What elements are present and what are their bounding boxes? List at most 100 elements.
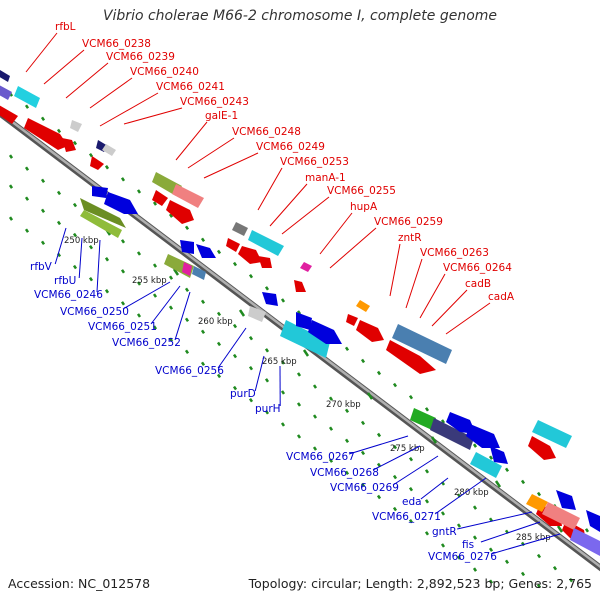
tick-dot — [394, 384, 396, 387]
reverse-gene-label: VCM66_0268 — [310, 467, 379, 479]
tick-dot — [298, 403, 300, 406]
tick-dot — [122, 270, 124, 273]
forward-gene-feature — [346, 314, 358, 326]
tick-dot — [42, 117, 44, 120]
tick-dot — [314, 447, 316, 450]
tick-dot — [186, 350, 188, 353]
tick-dot — [26, 105, 28, 108]
gene-block — [70, 120, 82, 132]
tick-dot — [362, 451, 364, 454]
reverse-leader-line — [255, 356, 264, 391]
tick-dot — [330, 427, 332, 430]
tick-dot — [202, 300, 204, 303]
forward-gene-feature — [294, 280, 306, 292]
tick-dot — [58, 221, 60, 224]
forward-leader-line — [44, 50, 84, 84]
forward-leader-line — [330, 228, 376, 268]
tick-dot — [474, 444, 476, 447]
tick-dot — [410, 396, 412, 399]
reverse-gene-label: VCM66_0250 — [60, 306, 129, 318]
tick-dot — [298, 435, 300, 438]
tick-dot — [218, 342, 220, 345]
tick-dot — [426, 532, 428, 535]
tick-dot — [106, 258, 108, 261]
tick-dot — [138, 190, 140, 193]
gene-block — [300, 262, 312, 272]
forward-gene-feature — [258, 256, 272, 268]
tick-dot — [282, 391, 284, 394]
gene-block — [0, 80, 12, 100]
map-title: Vibrio cholerae M66-2 chromosome I, comp… — [0, 8, 600, 24]
tick-dot — [506, 560, 508, 563]
tick-dot — [10, 185, 12, 188]
tick-dot — [522, 572, 524, 575]
forward-gene-feature — [90, 156, 104, 170]
forward-leader-line — [66, 63, 108, 98]
scale-tick-label: 265 kbp — [262, 357, 297, 367]
tick-dot — [90, 154, 92, 157]
forward-leader-line — [204, 153, 258, 178]
gene-block — [0, 70, 10, 82]
tick-dot — [266, 287, 268, 290]
scale-tick-label: 260 kbp — [198, 317, 233, 327]
tick-dot — [42, 241, 44, 244]
reverse-gene-label: purH — [255, 403, 281, 415]
scale-tick-mark — [304, 350, 308, 356]
forward-leader-line — [446, 303, 490, 334]
tick-dot — [282, 423, 284, 426]
tick-dot — [170, 306, 172, 309]
reverse-gene-label: eda — [402, 496, 422, 508]
forward-gene-feature — [0, 101, 18, 124]
tick-dot — [58, 191, 60, 194]
reverse-leader-line — [151, 286, 180, 324]
tick-dot — [234, 355, 236, 358]
forward-gene-feature — [62, 138, 76, 152]
tick-dot — [506, 468, 508, 471]
tick-dot — [26, 229, 28, 232]
tick-dot — [250, 367, 252, 370]
forward-gene-label: VCM66_0248 — [232, 126, 301, 138]
tick-dot — [362, 421, 364, 424]
tick-dot — [154, 294, 156, 297]
forward-gene-label: VCM66_0255 — [327, 185, 396, 197]
forward-gene-label: VCM66_0240 — [130, 66, 199, 78]
forward-gene-label: hupA — [350, 201, 378, 213]
tick-dot — [74, 266, 76, 269]
forward-gene-label: manA-1 — [305, 172, 346, 184]
tick-dot — [410, 488, 412, 491]
tick-dot — [122, 302, 124, 305]
scale-tick-label: 255 kbp — [132, 276, 167, 286]
accession-label: Accession: NC_012578 — [8, 576, 150, 591]
tick-dot — [234, 325, 236, 328]
forward-leader-line — [390, 244, 400, 296]
tick-dot — [426, 470, 428, 473]
tick-dot — [426, 500, 428, 503]
tick-dot — [58, 129, 60, 132]
reverse-gene-label: VCM66_0256 — [155, 365, 224, 377]
reverse-gene-feature — [586, 510, 600, 532]
forward-gene-label: cadB — [465, 278, 491, 290]
scale-tick-mark — [558, 526, 562, 532]
tick-dot — [90, 246, 92, 249]
tick-dot — [282, 299, 284, 302]
reverse-gene-label: VCM66_0271 — [372, 511, 441, 523]
forward-leader-line — [406, 259, 422, 308]
tick-dot — [122, 178, 124, 181]
forward-leader-line — [320, 213, 352, 254]
reverse-gene-feature — [556, 490, 576, 510]
reverse-gene-feature — [92, 186, 108, 198]
tick-dot — [538, 493, 540, 496]
tick-dot — [106, 290, 108, 293]
tick-dot — [186, 318, 188, 321]
gene-block — [356, 300, 370, 312]
forward-gene-label: zntR — [398, 232, 422, 244]
tick-dot — [490, 456, 492, 459]
reverse-leader-line — [393, 456, 438, 485]
forward-leader-line — [90, 78, 132, 108]
tick-dot — [362, 359, 364, 362]
forward-gene-feature — [356, 320, 384, 342]
tick-dot — [314, 415, 316, 418]
reverse-gene-feature — [196, 244, 216, 258]
